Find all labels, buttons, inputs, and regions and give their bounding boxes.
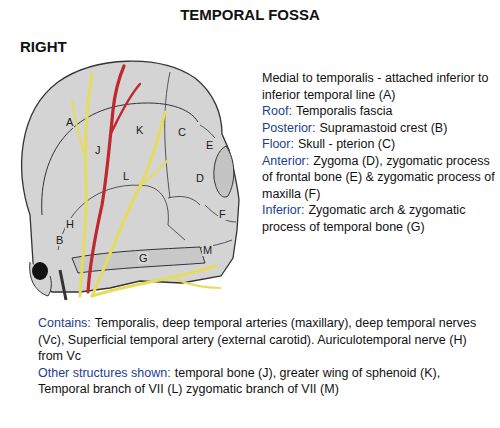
section-heading: Floor: — [262, 137, 294, 151]
text-paragraph: Inferior:Zygomatic arch & zygomatic proc… — [262, 202, 496, 235]
temporal-branch-twig — [140, 160, 168, 186]
callout-letter: A — [65, 116, 74, 128]
squamosal-suture — [58, 185, 168, 250]
text-paragraph: Other structures shown:temporal bone (J)… — [38, 365, 482, 398]
section-text: Temporalis, deep temporal arteries (maxi… — [38, 316, 476, 363]
mastoid-process — [30, 262, 52, 296]
sphenoid-suture — [168, 196, 200, 240]
superficial-temporal-artery — [88, 66, 124, 292]
temporal-line — [42, 103, 198, 215]
zygomatic-branch-vii — [92, 266, 216, 296]
side-label: RIGHT — [20, 38, 67, 55]
coronal-suture — [165, 72, 170, 198]
callout-letter: C — [177, 126, 187, 138]
section-text: Temporalis fascia — [296, 104, 393, 118]
zygoma-outline — [200, 205, 236, 248]
callout-letter: M — [202, 244, 213, 256]
section-text: Skull - pterion (C) — [298, 137, 395, 151]
nerve-branch — [72, 100, 86, 160]
callout-letter: H — [65, 218, 75, 230]
section-heading: Anterior: — [262, 154, 309, 168]
zygomatic-branch-twig — [175, 279, 220, 288]
auriculotemporal-nerve — [80, 74, 92, 296]
section-text: Supramastoid crest (B) — [320, 121, 448, 135]
temporal-branch-vii — [92, 112, 165, 296]
text-paragraph: Medial to temporalis - attached inferior… — [262, 70, 496, 103]
section-heading: Posterior: — [262, 121, 316, 135]
frontozygomatic-suture — [200, 125, 215, 138]
orbit-rim — [214, 146, 234, 197]
callout-letter: J — [94, 144, 102, 156]
styloid-process — [60, 270, 66, 300]
skull-outline — [22, 61, 239, 292]
callout-letter: D — [195, 172, 205, 184]
diagram-title: TEMPORAL FOSSA — [0, 6, 500, 23]
section-text: Medial to temporalis - attached inferior… — [262, 71, 489, 102]
callout-letter: B — [55, 234, 64, 246]
callout-letter: E — [205, 139, 214, 151]
section-heading: Roof: — [262, 104, 292, 118]
callout-letter: K — [135, 124, 144, 136]
section-heading: Other structures shown: — [38, 366, 171, 380]
section-heading: Inferior: — [262, 203, 304, 217]
callout-letter: G — [138, 252, 149, 264]
text-paragraph: Anterior:Zygoma (D), zygomatic process o… — [262, 153, 496, 203]
text-paragraph: Posterior: Supramastoid crest (B) — [262, 120, 496, 137]
text-paragraph: Floor: Skull - pterion (C) — [262, 136, 496, 153]
callout-letter: L — [122, 170, 130, 182]
text-paragraph: Roof: Temporalis fascia — [262, 103, 496, 120]
text-paragraph: Contains:Temporalis, deep temporal arter… — [38, 315, 482, 365]
callout-letter: F — [218, 208, 227, 220]
section-heading: Contains: — [38, 316, 91, 330]
external-acoustic-meatus — [32, 262, 48, 280]
